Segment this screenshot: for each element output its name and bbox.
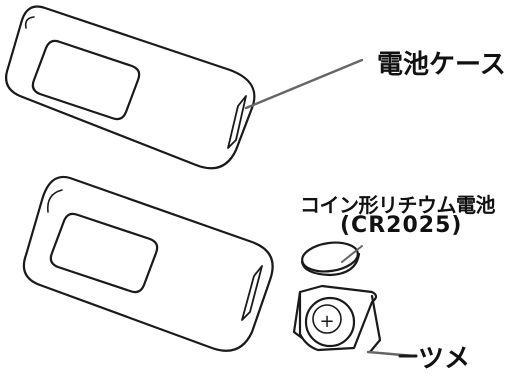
coin-battery-label: コイン形リチウム電池	[300, 193, 496, 217]
remote-body-inner-rim	[46, 189, 63, 213]
remote-body-tab	[241, 265, 263, 321]
battery-holder-prong-left	[292, 290, 304, 340]
battery-case-tab	[227, 95, 247, 149]
coin-battery-drawing	[300, 241, 363, 277]
plus-symbol: +	[319, 311, 334, 332]
battery-holder-prong-right	[368, 294, 382, 354]
coin-battery-leader-line	[341, 245, 363, 263]
battery-model-label: (CR2025)	[340, 213, 463, 238]
remote-body-drawing	[22, 175, 274, 352]
battery-holder-frame	[298, 284, 378, 352]
battery-case-label: 電池ケース	[377, 50, 506, 80]
battery-case-outline	[5, 5, 256, 170]
holder-coin-inner	[312, 304, 342, 334]
battery-case-window	[31, 39, 141, 121]
battery-holder-drawing	[292, 284, 382, 354]
remote-body-window	[49, 212, 159, 294]
holder-coin	[304, 296, 356, 348]
coin-battery-top	[301, 241, 359, 273]
battery-case-inner-rim	[24, 16, 35, 29]
battery-case-leader-line	[244, 58, 364, 110]
battery-case-drawing	[5, 5, 256, 170]
claw-label: ツメ	[418, 344, 471, 374]
remote-body-outline	[22, 175, 274, 352]
coin-battery-edge	[300, 252, 361, 277]
